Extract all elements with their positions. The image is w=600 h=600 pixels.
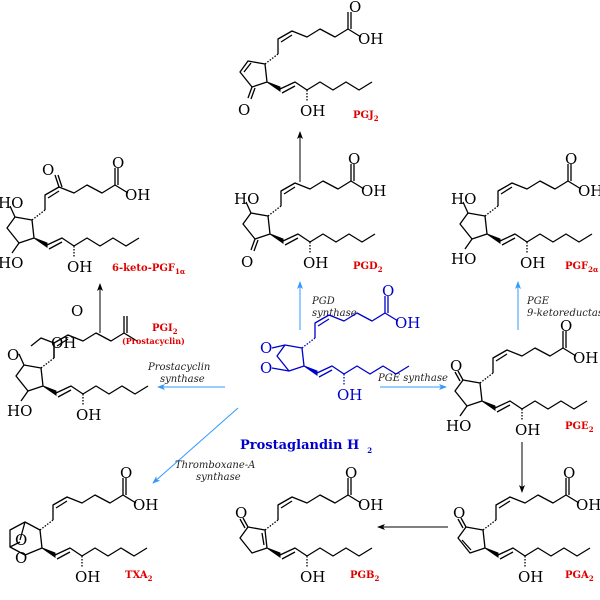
- svg-text:OH: OH: [75, 568, 100, 586]
- svg-text:O: O: [7, 346, 19, 364]
- svg-text:OH: OH: [576, 496, 600, 514]
- label-pgj2: PGJ2: [353, 110, 379, 123]
- svg-text:O: O: [453, 504, 465, 522]
- svg-text:HO: HO: [234, 190, 259, 208]
- molecule-pgb2: O O OH OH: [235, 464, 383, 586]
- svg-text:O: O: [560, 317, 572, 335]
- label-pgb2: PGB2: [350, 570, 380, 583]
- svg-text:O: O: [349, 0, 361, 16]
- label-pgd2: PGD2: [353, 261, 383, 274]
- svg-text:OH: OH: [358, 30, 383, 48]
- svg-text:OH: OH: [51, 334, 76, 352]
- svg-text:O: O: [15, 531, 27, 549]
- label-pgi2: PGI2: [152, 323, 178, 336]
- label-prostacyclin: (Prostacyclin): [122, 336, 185, 346]
- svg-text:OH: OH: [361, 182, 386, 200]
- molecule-pga2: O O OH OH: [453, 464, 600, 586]
- label-pgf2a: PGF2α: [565, 261, 599, 274]
- svg-text:OH: OH: [358, 496, 383, 514]
- svg-text:O: O: [42, 161, 54, 179]
- molecule-6-keto-pgf1a: HO HO O O OH OH: [0, 154, 150, 276]
- molecule-pge2: O HO O OH OH: [446, 317, 598, 439]
- molecule-prostaglandin-h2: O O O OH OH: [260, 282, 420, 404]
- svg-text:OH: OH: [300, 102, 325, 120]
- svg-text:OH: OH: [125, 186, 150, 204]
- svg-text:O: O: [15, 549, 27, 567]
- enzyme-pge-synthase: PGE synthase: [377, 373, 448, 384]
- label-pga2: PGA2: [565, 570, 594, 583]
- svg-text:O: O: [450, 357, 462, 375]
- molecule-pgi2: O HO O OH OH: [7, 302, 149, 424]
- svg-text:HO: HO: [0, 194, 23, 212]
- molecule-pgj2: O O OH OH: [238, 0, 383, 120]
- svg-text:OH: OH: [573, 349, 598, 367]
- label-txa2: TXA2: [125, 570, 153, 583]
- svg-text:O: O: [345, 464, 357, 482]
- svg-text:O: O: [382, 282, 394, 300]
- svg-text:OH: OH: [67, 258, 92, 276]
- svg-text:OH: OH: [518, 568, 543, 586]
- molecule-pgf2a: HO HO O OH OH: [451, 150, 600, 272]
- molecule-txa2: O O O OH OH: [9, 464, 158, 586]
- svg-text:HO: HO: [451, 250, 476, 268]
- svg-text:HO: HO: [0, 254, 23, 272]
- label-pge2: PGE2: [565, 421, 594, 434]
- svg-text:OH: OH: [133, 496, 158, 514]
- svg-text:OH: OH: [76, 406, 101, 424]
- svg-text:OH: OH: [303, 254, 328, 272]
- svg-text:HO: HO: [446, 417, 471, 435]
- svg-text:OH: OH: [300, 568, 325, 586]
- svg-text:HO: HO: [451, 190, 476, 208]
- svg-text:OH: OH: [520, 254, 545, 272]
- svg-text:O: O: [112, 154, 124, 172]
- label-6-keto-pgf1a: 6-keto-PGF1α: [112, 263, 186, 276]
- svg-text:O: O: [565, 150, 577, 168]
- svg-text:O: O: [260, 339, 272, 357]
- svg-text:O: O: [238, 101, 250, 119]
- svg-text:OH: OH: [337, 386, 362, 404]
- arrow-pgh2-to-txa2: [152, 407, 239, 484]
- svg-text:OH: OH: [578, 182, 600, 200]
- svg-text:OH: OH: [515, 421, 540, 439]
- svg-text:O: O: [235, 504, 247, 522]
- svg-text:OH: OH: [395, 314, 420, 332]
- svg-text:O: O: [120, 464, 132, 482]
- svg-text:HO: HO: [7, 402, 32, 420]
- svg-text:O: O: [260, 359, 272, 377]
- svg-text:O: O: [241, 253, 253, 271]
- svg-text:O: O: [348, 150, 360, 168]
- molecule-pgd2: HO O O OH OH: [234, 150, 386, 272]
- svg-text:O: O: [71, 302, 83, 320]
- svg-text:O: O: [563, 464, 575, 482]
